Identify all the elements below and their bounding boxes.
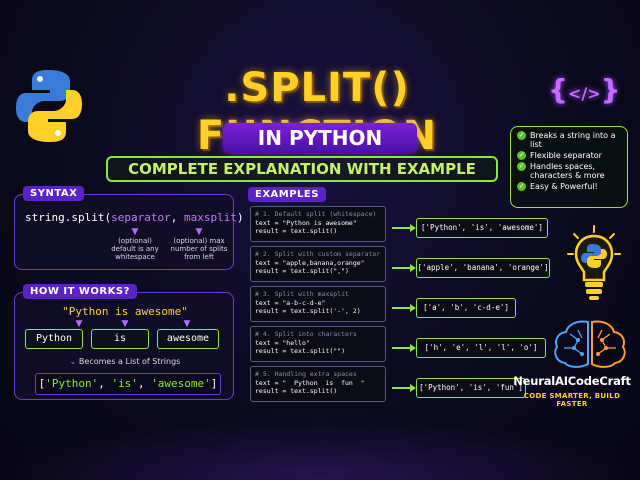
arrow-down-icon: ▼ (75, 319, 83, 329)
subtitle-badge: IN PYTHON (223, 123, 417, 153)
arrow-right-icon (392, 264, 416, 272)
arrow-down-icon: ▼ (131, 227, 139, 237)
example-result-2: ['apple', 'banana', 'orange'] (416, 258, 550, 278)
syntax-code: string.split(separator, maxsplit) (25, 211, 244, 224)
syntax-panel: SYNTAX string.split(separator, maxsplit)… (14, 186, 244, 270)
tagline-banner: COMPLETE EXPLANATION WITH EXAMPLE (106, 156, 498, 182)
feature-item: ✓Breaks a string into a list (517, 131, 616, 149)
arrow-right-icon (392, 384, 416, 392)
code-icon-text: </> (567, 84, 601, 103)
brain-icon (554, 320, 626, 368)
feature-item: ✓Easy & Powerful! (517, 182, 598, 191)
checkmark-icon: ✓ (517, 151, 526, 160)
example-code-1: # 1. Default split (whitespace)text = "P… (250, 206, 386, 242)
examples-tag: EXAMPLES (248, 187, 326, 202)
checkmark-icon: ✓ (517, 182, 526, 191)
brand-name: NeuralAICodeCraft (513, 374, 631, 388)
lightbulb-icon (567, 225, 621, 300)
example-result-1: ['Python', 'is', 'awesome'] (416, 218, 548, 238)
result-list: ['Python', 'is', 'awesome'] (35, 373, 221, 395)
word-box: Python (25, 329, 83, 349)
code-brackets-icon: {</>} (548, 73, 621, 106)
separator-note: ▼ (optional) default is any whitespace (107, 227, 163, 261)
caption: ⌄ Becomes a List of Strings (69, 357, 181, 366)
syntax-tag: SYNTAX (23, 186, 85, 201)
python-logo-icon (16, 70, 82, 142)
how-it-works-tag: HOW IT WORKS? (23, 284, 137, 299)
example-result-4: ['h', 'e', 'l', 'l', 'o'] (416, 338, 546, 358)
maxsplit-note: ▼ (optional) max number of splits from l… (170, 227, 228, 261)
maxsplit-param: maxsplit (183, 211, 237, 224)
word-box: awesome (157, 329, 219, 349)
arrow-down-icon: ▼ (183, 319, 191, 329)
feature-item: ✓Handles spaces, characters & more (517, 162, 605, 180)
features-box: ✓Breaks a string into a list ✓Flexible s… (510, 126, 628, 208)
arrow-right-icon (392, 224, 416, 232)
arrow-down-icon: ▼ (121, 319, 129, 329)
separator-param: separator (111, 211, 171, 224)
feature-item: ✓Flexible separator (517, 151, 602, 160)
background-glow (0, 420, 640, 480)
input-string: "Python is awesome" (62, 305, 188, 318)
brand-tagline: CODE SMARTER, BUILD FASTER (523, 392, 621, 408)
checkmark-icon: ✓ (517, 162, 526, 171)
example-result-3: ['a', 'b', 'c-d-e'] (416, 298, 516, 318)
arrow-right-icon (392, 344, 416, 352)
arrow-down-icon: ▼ (195, 227, 203, 237)
checkmark-icon: ✓ (517, 131, 526, 140)
example-result-5: ['Python', 'is', 'fun'] (416, 378, 526, 398)
chevron-down-icon: ⌄ (69, 357, 79, 366)
how-it-works-panel: HOW IT WORKS? "Python is awesome" ▼ ▼ ▼ … (14, 284, 234, 400)
arrow-right-icon (392, 304, 416, 312)
word-box: is (91, 329, 149, 349)
